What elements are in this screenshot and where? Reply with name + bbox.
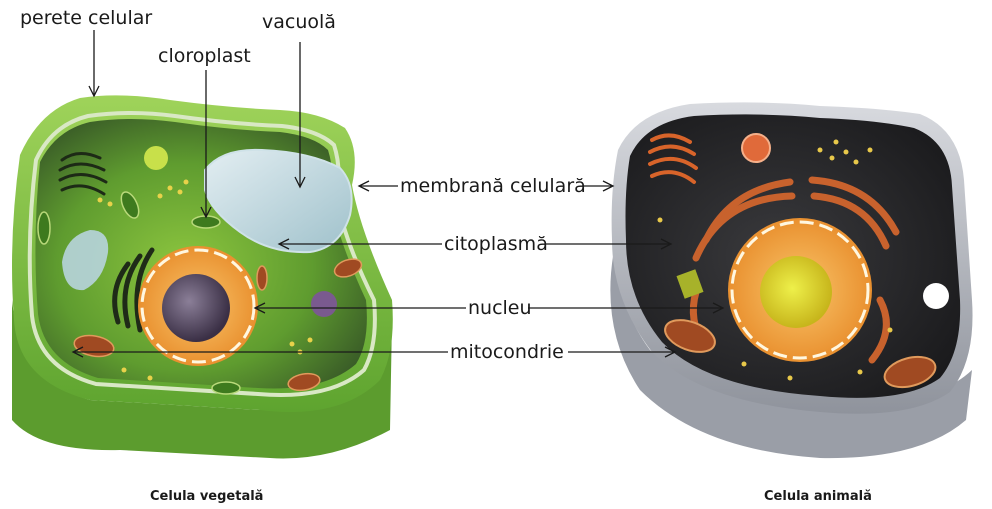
- animal-nucleus: [728, 218, 872, 362]
- plant-cell: [12, 95, 393, 458]
- animal-vesicle: [742, 134, 770, 162]
- label-cell-wall: perete celular: [20, 7, 152, 29]
- label-nucleus: nucleu: [468, 297, 532, 319]
- plant-nucleus: [138, 246, 258, 366]
- caption-plant-cell: Celula vegetală: [150, 489, 263, 504]
- animal-vacuole: [923, 283, 949, 309]
- label-membrane: membrană celulară: [400, 175, 586, 197]
- plant-lysosome: [311, 291, 337, 317]
- plant-vesicle: [144, 146, 168, 170]
- label-cytoplasm: citoplasmă: [444, 233, 548, 255]
- label-vacuole: vacuolă: [262, 11, 336, 33]
- animal-cell: [610, 102, 972, 458]
- label-mitochondrion: mitocondrie: [450, 341, 564, 363]
- caption-animal-cell: Celula animală: [764, 489, 872, 504]
- label-chloroplast: cloroplast: [158, 45, 251, 67]
